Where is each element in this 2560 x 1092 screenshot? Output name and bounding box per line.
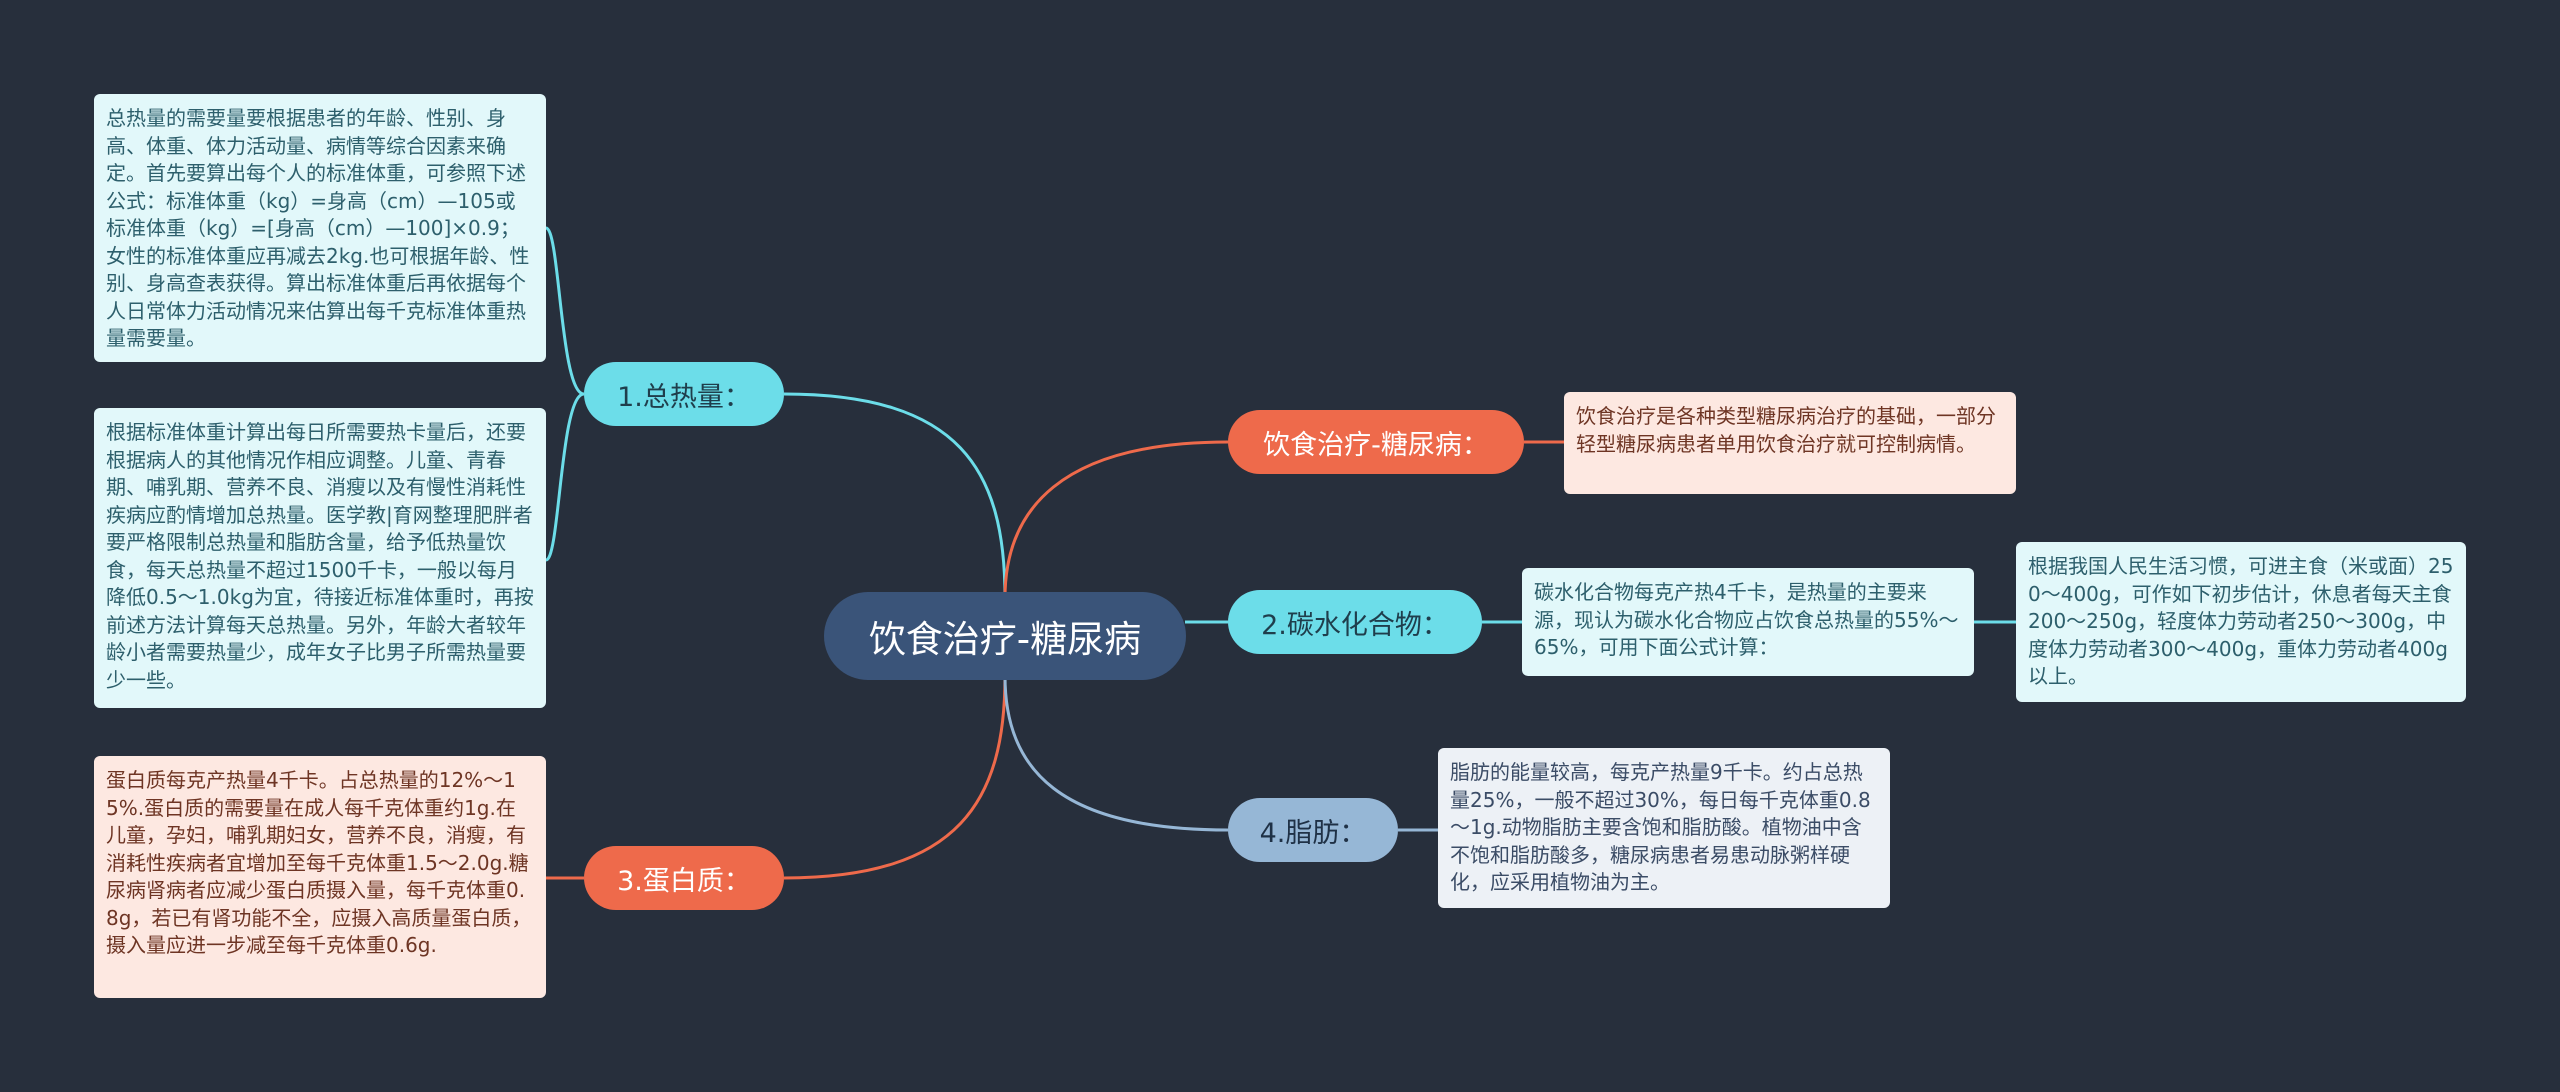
branch-total-calories[interactable]: 1.总热量： [584,362,784,426]
edge-root-protein [783,675,1007,880]
edge-root-total-calories [783,392,1007,599]
edge-total-calories-note-1 [544,226,585,396]
note-fat[interactable]: 脂肪的能量较高，每克产热量9千卡。约占总热量25%，一般不超过30%，每日每千克… [1438,748,1890,908]
note-carbohydrate-energy[interactable]: 碳水化合物每克产热4千卡，是热量的主要来源，现认为碳水化合物应占饮食总热量的55… [1522,568,1974,676]
note-diet-therapy[interactable]: 饮食治疗是各种类型糖尿病治疗的基础，一部分轻型糖尿病患者单用饮食治疗就可控制病情… [1564,392,2016,494]
edge-root-diet-therapy [1003,440,1229,599]
edge-total-calories-note-2 [544,392,585,562]
branch-diet-therapy[interactable]: 饮食治疗-糖尿病： [1228,410,1524,474]
note-total-calories-formula[interactable]: 总热量的需要量要根据患者的年龄、性别、身高、体重、体力活动量、病情等综合因素来确… [94,94,546,362]
branch-carbohydrate[interactable]: 2.碳水化合物： [1228,590,1482,654]
branch-protein[interactable]: 3.蛋白质： [584,846,784,910]
edge-root-fat [1003,675,1229,832]
root-topic[interactable]: 饮食治疗-糖尿病 [824,592,1186,680]
note-carbohydrate-intake[interactable]: 根据我国人民生活习惯，可进主食（米或面）250～400g，可作如下初步估计，休息… [2016,542,2466,702]
note-total-calories-adjustment[interactable]: 根据标准体重计算出每日所需要热卡量后，还要根据病人的其他情况作相应调整。儿童、青… [94,408,546,708]
branch-fat[interactable]: 4.脂肪： [1228,798,1398,862]
note-protein[interactable]: 蛋白质每克产热量4千卡。占总热量的12%～15%.蛋白质的需要量在成人每千克体重… [94,756,546,998]
